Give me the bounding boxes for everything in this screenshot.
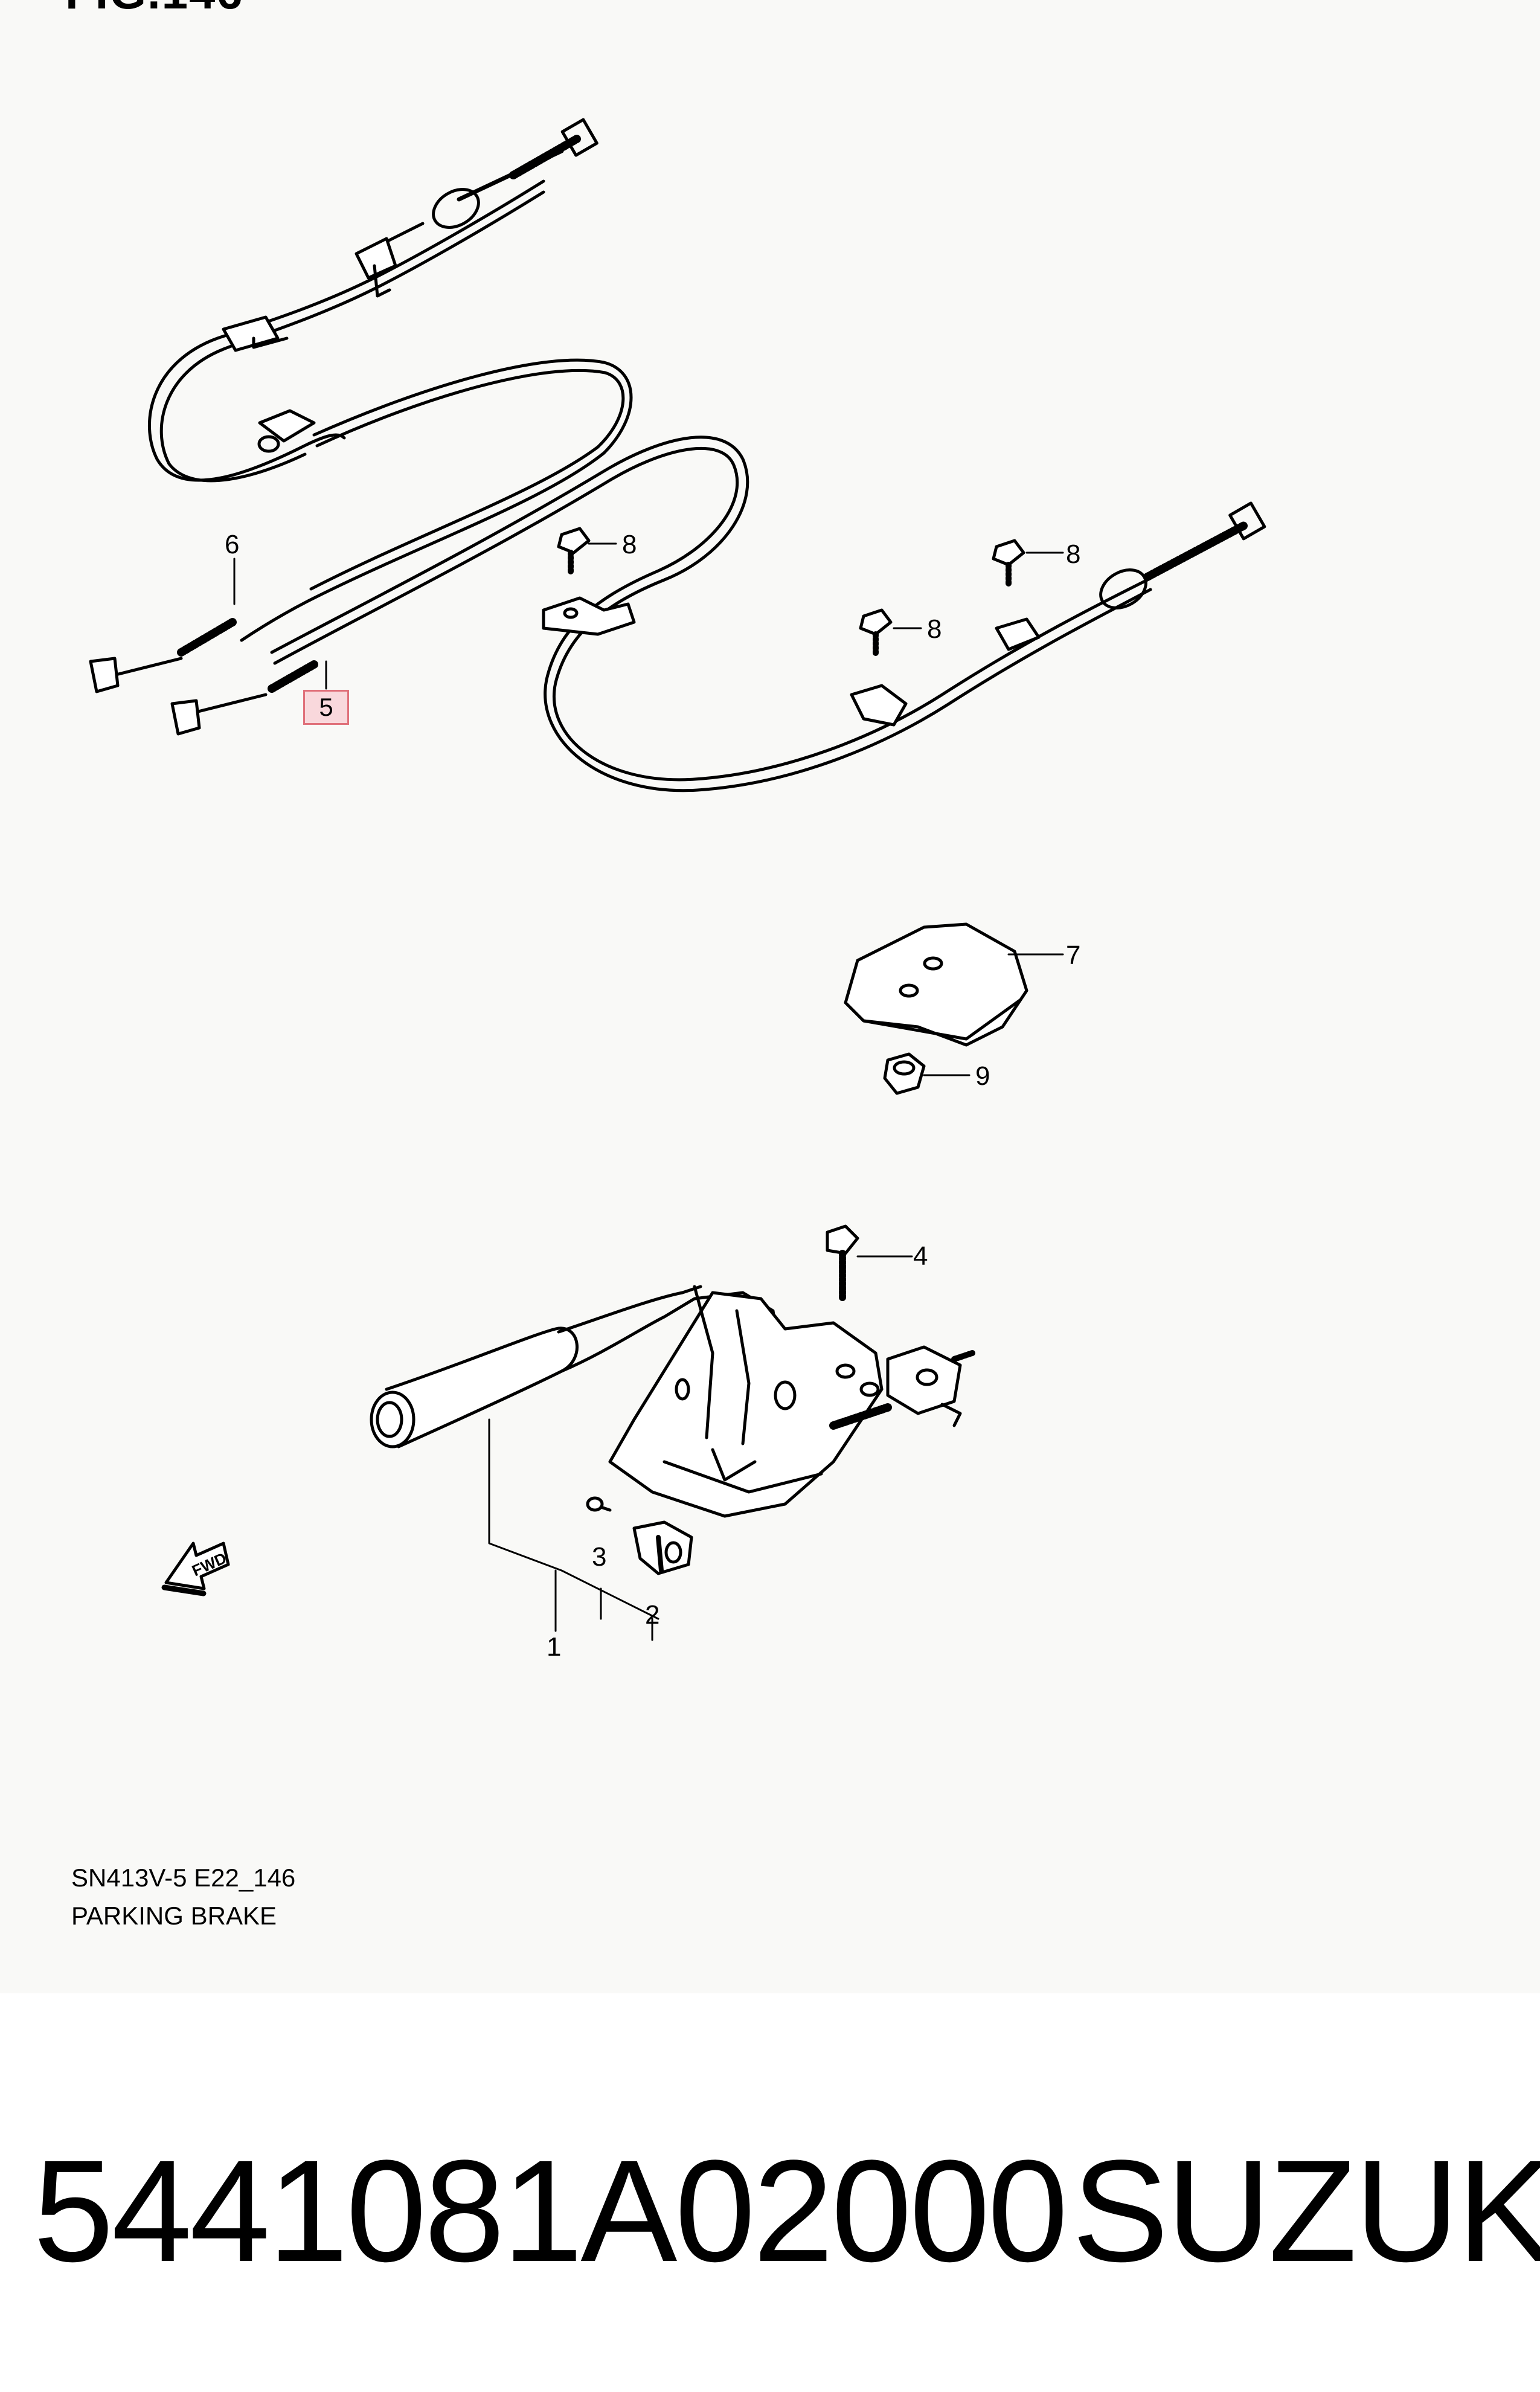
bolt-icon <box>826 1224 913 1302</box>
brake-cable-assembly <box>89 118 1266 793</box>
callout-1: 1 <box>547 1632 562 1662</box>
callout-8-right: 8 <box>1066 539 1081 569</box>
diagram-name: PARKING BRAKE <box>71 1902 277 1930</box>
nut-icon <box>883 1052 971 1095</box>
diagram-code: SN413V-5 E22_146 <box>71 1863 296 1892</box>
screw-icon <box>586 1496 612 1512</box>
callout-9: 9 <box>975 1061 990 1091</box>
parking-brake-lever <box>370 1285 975 1641</box>
callout-3: 3 <box>592 1542 607 1572</box>
callout-7: 7 <box>1066 940 1081 970</box>
forward-arrow-icon <box>161 1542 230 1596</box>
callout-8-middle: 8 <box>927 614 942 644</box>
brand-name: SUZUKI <box>1072 2130 1540 2292</box>
switch-icon <box>632 1520 693 1575</box>
callout-6: 6 <box>225 530 240 559</box>
parts-illustration <box>89 118 1266 1641</box>
callout-2: 2 <box>645 1600 660 1630</box>
callout-8-left: 8 <box>622 530 637 559</box>
bolt-icon <box>557 527 1025 658</box>
heat-shield <box>844 922 1064 1047</box>
callout-5-highlighted[interactable]: 5 <box>303 690 349 725</box>
callout-4: 4 <box>913 1241 928 1271</box>
part-number: 5441081A02000 <box>33 2130 1068 2292</box>
figure-title: FIG.146 <box>65 0 244 20</box>
